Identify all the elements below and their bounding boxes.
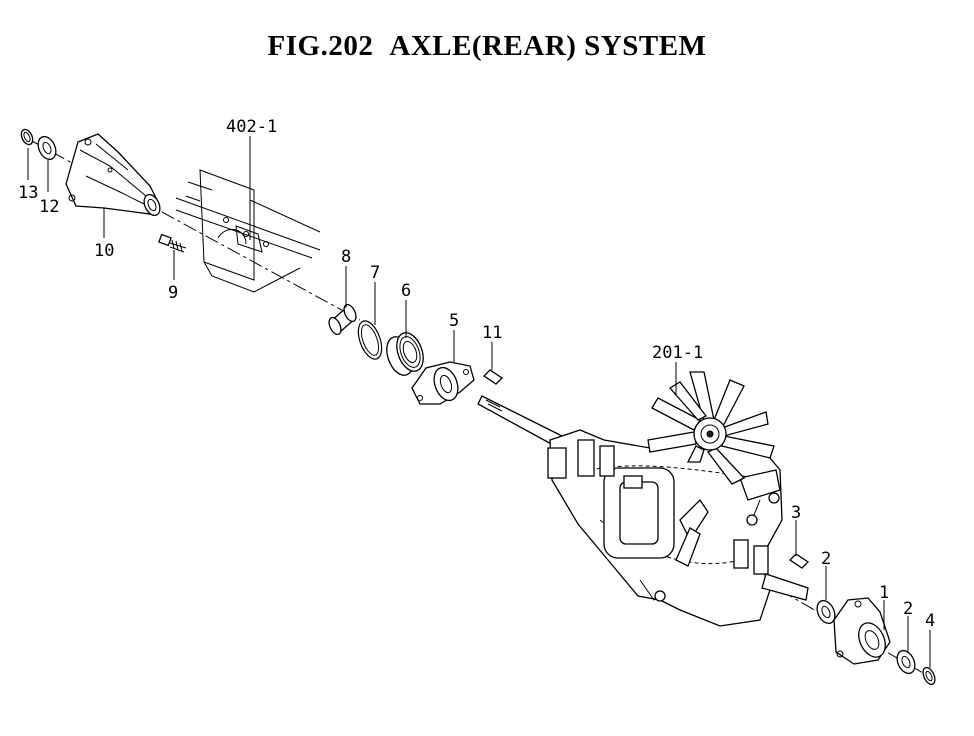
washer-2-right [896, 649, 916, 675]
callout-1: 1 [879, 583, 889, 603]
callout-7: 7 [370, 263, 380, 283]
callout-2-left: 2 [821, 549, 831, 569]
bolt-9 [158, 233, 187, 253]
figure-name: AXLE(REAR) SYSTEM [389, 30, 707, 62]
key-11 [482, 369, 504, 385]
callout-5: 5 [449, 311, 459, 331]
callout-201-1: 201-1 [652, 343, 703, 363]
bearing-holder-5 [411, 361, 475, 405]
cooling-fan [647, 371, 775, 485]
callout-13: 13 [18, 183, 38, 203]
callout-9: 9 [168, 283, 178, 303]
callout-402-1: 402-1 [226, 117, 277, 137]
leader-lines [27, 136, 931, 668]
axle-housing-10 [65, 133, 161, 217]
figure-title: FIG.202 AXLE(REAR) SYSTEM [0, 30, 974, 63]
callout-2-right: 2 [903, 599, 913, 619]
callout-11: 11 [482, 323, 502, 343]
bearing-6 [386, 332, 424, 376]
key-3 [788, 553, 810, 569]
callout-12: 12 [39, 197, 59, 217]
snap-ring-4 [922, 666, 936, 686]
axle-centerline-right [779, 589, 936, 681]
flange-housing-1 [833, 597, 891, 665]
callout-6: 6 [401, 281, 411, 301]
transaxle-201-1 [547, 429, 809, 627]
snap-ring-13 [20, 128, 34, 146]
circlip-7 [357, 320, 383, 360]
collar-8 [328, 303, 357, 336]
callout-3: 3 [791, 503, 801, 523]
frame-plate-402-1 [175, 169, 321, 293]
callout-10: 10 [94, 241, 114, 261]
figure-number: FIG.202 [267, 30, 374, 62]
washer-2-left [816, 599, 836, 625]
washer-12 [37, 135, 57, 161]
callout-8: 8 [341, 247, 351, 267]
callout-4: 4 [925, 611, 935, 631]
